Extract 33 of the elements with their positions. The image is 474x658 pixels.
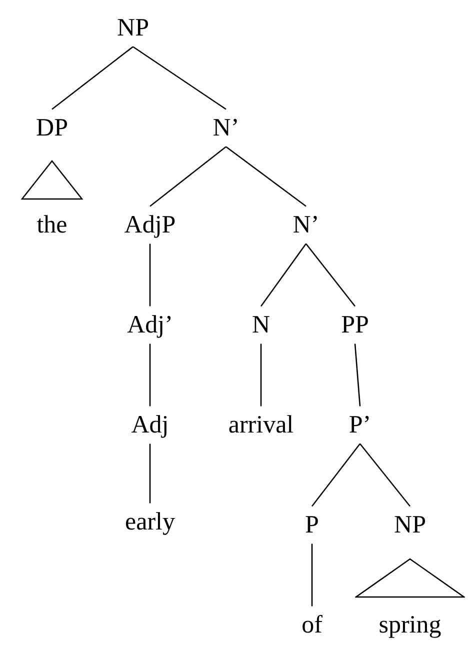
tree-label: Adj: [131, 411, 169, 439]
tree-branch: [311, 443, 361, 507]
tree-label: Adj’: [127, 311, 173, 339]
tree-label: early: [125, 508, 175, 536]
tree-label: N’: [212, 114, 240, 142]
tree-label: DP: [36, 114, 68, 142]
tree-branch: [149, 344, 151, 406]
tree-label: spring: [378, 611, 442, 639]
tree-label: P’: [348, 411, 372, 439]
tree-label: PP: [341, 311, 369, 339]
tree-branch: [260, 243, 307, 307]
triangle-symbol: [355, 558, 465, 598]
tree-branch: [132, 46, 226, 110]
tree-label: NP: [117, 14, 149, 42]
tree-label: AdjP: [124, 211, 176, 239]
tree-label: N’: [292, 211, 320, 239]
tree-label: NP: [394, 511, 426, 539]
tree-branch: [354, 344, 361, 406]
triangle-symbol: [21, 160, 83, 200]
tree-branch: [52, 46, 134, 110]
tree-label: arrival: [228, 411, 294, 439]
tree-branch: [226, 146, 306, 207]
tree-branch: [150, 146, 226, 207]
tree-label: N: [252, 311, 270, 339]
tree-branch: [360, 443, 410, 507]
tree-branch: [149, 244, 151, 306]
tree-branch: [149, 444, 151, 504]
tree-branch: [260, 344, 262, 406]
tree-label: of: [302, 611, 322, 639]
tree-branch: [305, 243, 356, 307]
tree-label: the: [36, 211, 68, 239]
tree-branch: [311, 544, 313, 606]
tree-label: P: [305, 511, 319, 539]
